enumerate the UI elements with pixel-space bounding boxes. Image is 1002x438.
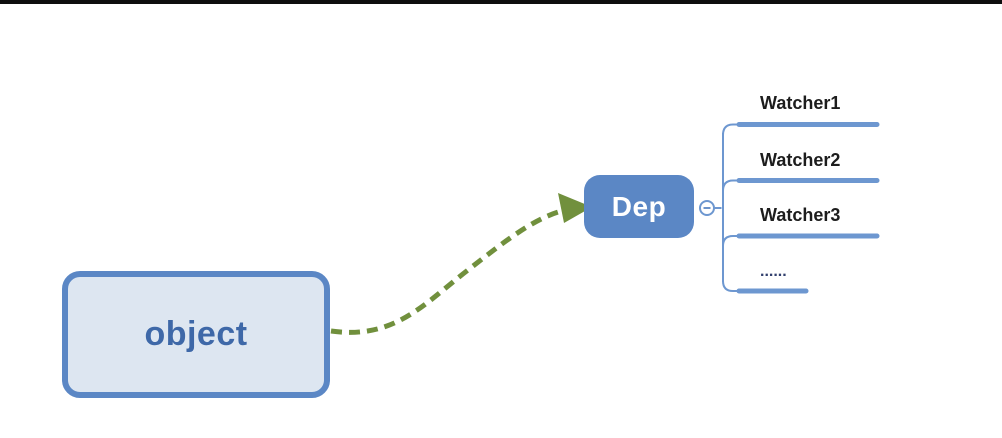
watcher-ellipsis-topic[interactable]: ...... (760, 263, 787, 280)
watcher1-topic[interactable]: Watcher1 (760, 93, 841, 113)
window-top-edge (0, 0, 1002, 4)
object-node-label: object (144, 315, 248, 353)
dependency-arrow[interactable] (330, 193, 592, 335)
watcher3-topic[interactable]: Watcher3 (760, 205, 841, 225)
arrowhead-icon (558, 193, 592, 223)
spine-hook-top (722, 123, 738, 136)
collapse-toggle[interactable] (699, 200, 722, 216)
watcher2-topic[interactable]: Watcher2 (760, 150, 841, 170)
spine-hook-2 (722, 179, 738, 192)
spine-hook-bottom (722, 280, 738, 292)
spine-hook-3 (722, 235, 738, 247)
watcher-branch-lines (736, 122, 880, 294)
object-node[interactable]: object (62, 271, 330, 398)
dep-node-label: Dep (611, 190, 667, 222)
dependency-arrow-line (330, 207, 567, 335)
dep-node[interactable]: Dep (584, 175, 694, 238)
branch-spine (722, 123, 738, 292)
